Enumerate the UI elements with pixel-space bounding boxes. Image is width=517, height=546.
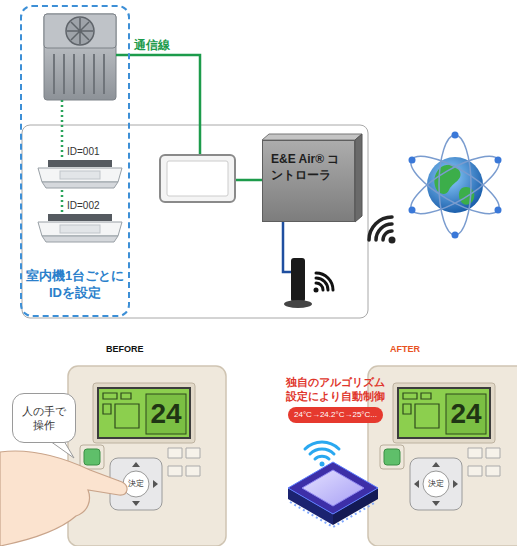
- router-body: [291, 258, 305, 302]
- controller-label: E&E Air® コントローラ: [271, 151, 348, 183]
- orbits: [404, 135, 507, 235]
- ai-chip: [288, 462, 378, 527]
- wifi-arc: [383, 231, 392, 240]
- chip-core: [302, 470, 364, 506]
- lcd-display: [98, 388, 190, 438]
- wifi-arc: [315, 456, 329, 459]
- outdoor-body: [44, 14, 116, 100]
- globe: [404, 132, 507, 239]
- wifi-arc: [310, 449, 334, 454]
- router-base: [284, 300, 312, 308]
- indoor-unit-box: ID=002: [35, 200, 125, 252]
- algorithm-callout: 独自のアルゴリズム設定により自動制御 24°C→24.2°C→25°C...: [278, 375, 393, 433]
- callout-text: 独自のアルゴリズム設定により自動制御: [284, 375, 388, 403]
- temperature-digits: 24: [146, 394, 186, 434]
- panel-screen: [167, 161, 228, 196]
- region-label: 室内機1台ごとにIDを設定: [24, 267, 126, 301]
- remote-controller: [368, 366, 517, 546]
- cloud-wifi: [369, 217, 396, 244]
- wifi-dot: [389, 237, 396, 244]
- temperature-digits: 24: [446, 394, 486, 434]
- lan-cable: [283, 222, 291, 272]
- orbit-dot: [452, 132, 459, 139]
- controller-side-face: [355, 134, 362, 222]
- system-frame: [22, 125, 368, 318]
- unit-panel: [42, 236, 118, 242]
- remote-plate: [68, 366, 226, 546]
- unit-grille: [60, 171, 100, 179]
- orbit: [404, 146, 507, 224]
- indoor-unit: [38, 160, 122, 188]
- fan-blades: [67, 18, 93, 44]
- wifi-arc: [376, 224, 392, 240]
- outdoor-unit: [44, 14, 116, 100]
- unit-panel: [42, 182, 118, 188]
- unit-mount: [48, 160, 112, 167]
- outdoor-grille: [54, 54, 104, 94]
- unit-id: ID=001: [67, 146, 125, 158]
- temperature-sequence: 24°C→24.2°C→25°C...: [288, 407, 383, 423]
- indoor-dotted-wire: [61, 100, 64, 214]
- chip-pins: [290, 502, 376, 527]
- controller-box: E&E Air® コントローラ: [262, 140, 355, 222]
- display-bezel: [93, 383, 195, 443]
- unit-body: [38, 168, 122, 182]
- orbit: [404, 146, 507, 224]
- side-buttons: [168, 448, 200, 476]
- bubble-tail: [50, 441, 74, 458]
- remote-controller: [68, 366, 226, 546]
- globe-sphere: [427, 157, 483, 213]
- outdoor-top: [44, 14, 116, 48]
- power-button: [84, 449, 100, 465]
- temperature-box: [146, 394, 186, 434]
- chip-top: [288, 462, 378, 514]
- router: [284, 258, 312, 308]
- wifi-dot: [320, 462, 325, 467]
- section-label: AFTER: [390, 344, 420, 355]
- wifi-arc: [316, 283, 323, 290]
- id-region: 室内機1台ごとにIDを設定 ID=001ID=002: [20, 5, 130, 317]
- dotted-connector: [61, 190, 64, 200]
- chip-wifi: [305, 442, 339, 467]
- orbit-dot: [409, 207, 416, 214]
- wire-label: 通信線: [134, 38, 170, 52]
- hand: [0, 451, 127, 546]
- orbit-dots: [409, 132, 502, 239]
- unit-id: ID=002: [67, 200, 125, 212]
- wifi-arc: [305, 442, 339, 449]
- power-button-frame: [80, 445, 104, 469]
- panel-frame: [160, 155, 235, 202]
- indoor-unit-box: ID=001: [35, 146, 125, 190]
- orbit-dot: [452, 232, 459, 239]
- touch-panel: [160, 155, 235, 202]
- orbit-dot: [409, 157, 416, 164]
- orbit-dot: [495, 157, 502, 164]
- controller-3d: [262, 134, 362, 222]
- orbit-dot: [495, 207, 502, 214]
- unit-body: [38, 222, 122, 236]
- unit-mount: [48, 214, 112, 221]
- wifi-arc: [316, 273, 333, 290]
- router-wifi: [314, 273, 334, 293]
- lcd-icons: [103, 393, 139, 428]
- button-label: 決定: [124, 479, 148, 489]
- unit-grille: [60, 225, 100, 233]
- speech-bubble: 人の手で操作: [12, 393, 76, 443]
- speech-text: 人の手で操作: [19, 404, 69, 432]
- section-label: BEFORE: [106, 344, 144, 355]
- fan: [66, 17, 94, 45]
- wifi-arc: [316, 278, 328, 290]
- indoor-unit: [38, 214, 122, 242]
- enter-button: [123, 471, 149, 497]
- orbit: [439, 135, 471, 235]
- button-label: 決定: [424, 479, 448, 489]
- wifi-dot: [314, 288, 319, 293]
- wifi-arc: [369, 217, 392, 240]
